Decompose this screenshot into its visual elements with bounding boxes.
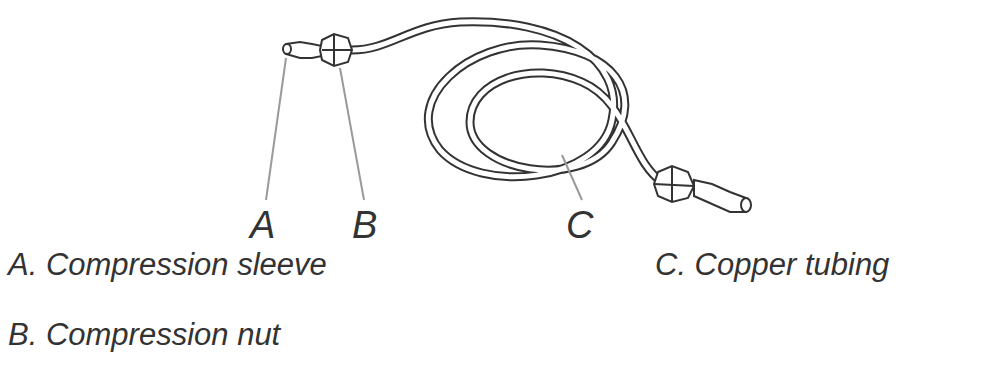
nut-facet: [654, 184, 694, 186]
sleeve-tip: [741, 198, 751, 212]
leader-line: [266, 58, 286, 200]
tubing-highlight: [352, 22, 662, 182]
legend-text: A. Compression sleeve: [8, 248, 327, 282]
callout-letter: C: [566, 205, 593, 247]
nut-facet: [322, 49, 352, 51]
leader-line: [340, 68, 364, 200]
compression-nut: [654, 166, 694, 202]
leader-line: [562, 155, 582, 200]
legend-text: C. Copper tubing: [655, 248, 889, 282]
compression-nut: [320, 34, 352, 66]
callout-letter: A: [250, 205, 275, 247]
callout-letter: B: [352, 205, 377, 247]
compression-sleeve: [694, 180, 746, 212]
legend-text: B. Compression nut: [8, 318, 280, 352]
copper-tubing: [352, 22, 662, 182]
sleeve-tip: [283, 44, 291, 54]
